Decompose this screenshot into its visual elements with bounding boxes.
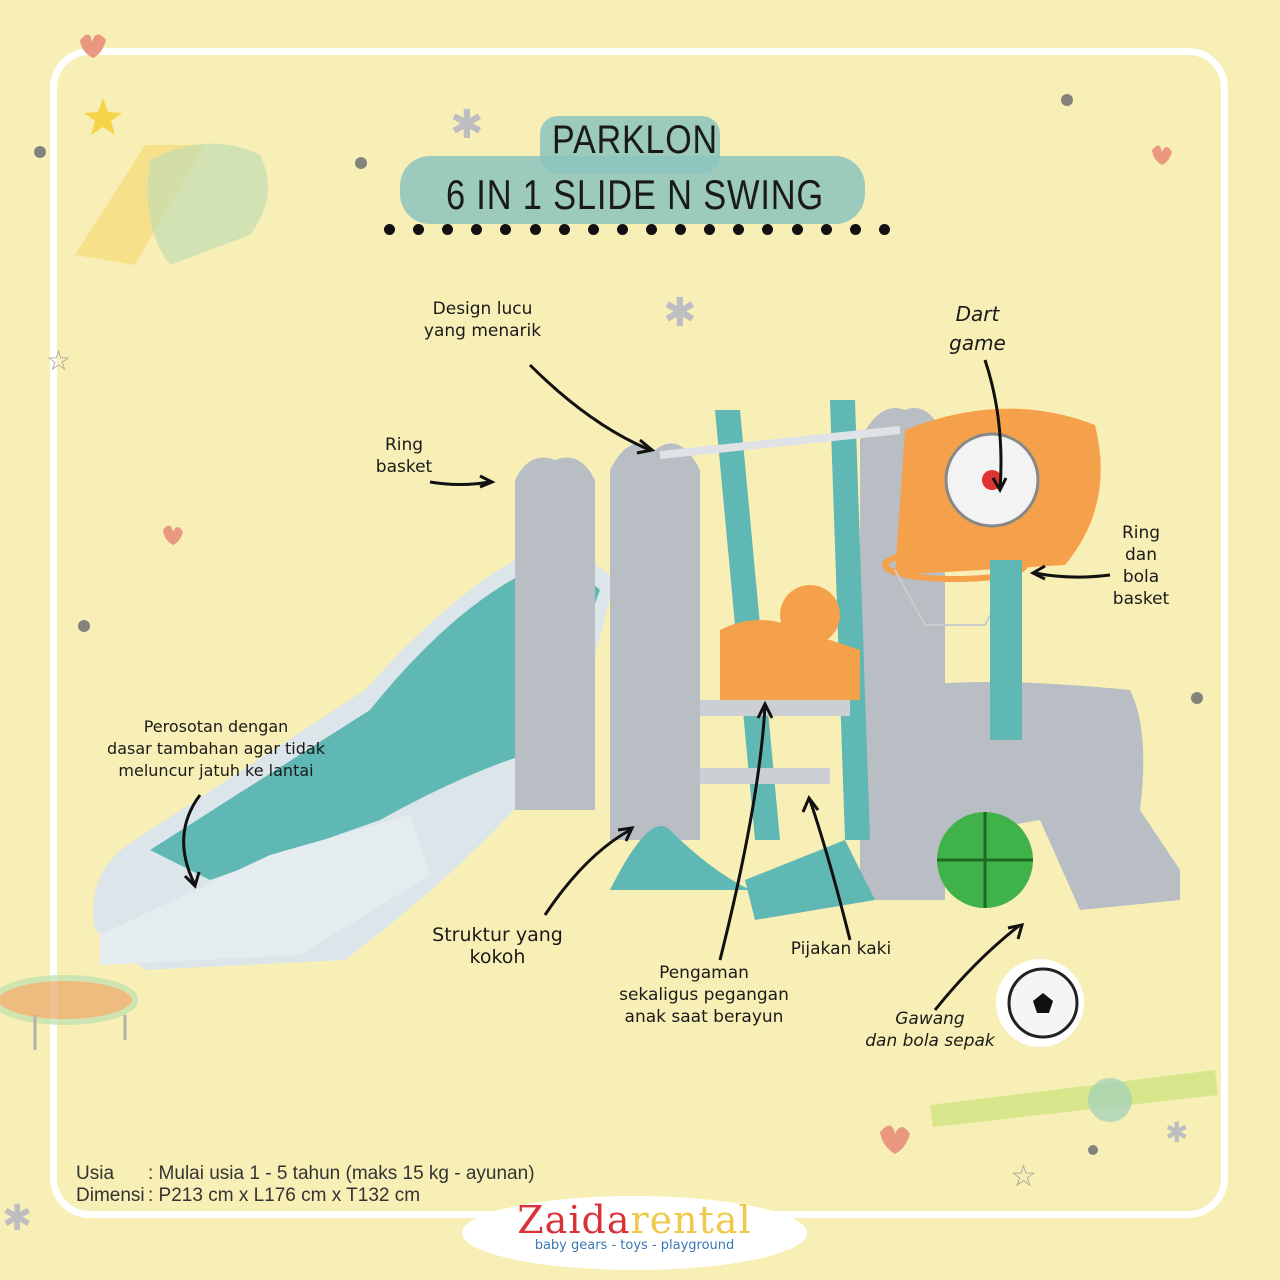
slide <box>93 553 616 970</box>
svg-text:✱: ✱ <box>1165 1116 1188 1149</box>
dotted-divider <box>384 224 890 235</box>
logo-name-part1: Zaida <box>517 1198 631 1242</box>
callout-perosotan: Perosotan dengan dasar tambahan agar tid… <box>107 717 325 780</box>
spec-dimensi-label: Dimensi <box>76 1185 145 1206</box>
svg-text:☆: ☆ <box>46 344 71 377</box>
svg-text:✱: ✱ <box>450 102 484 148</box>
spec-dimensi-value: : P213 cm x L176 cm x T132 cm <box>148 1185 421 1206</box>
basketball-board <box>882 408 1101 908</box>
swing-frame <box>610 400 901 920</box>
svg-text:✱: ✱ <box>2 1198 32 1239</box>
svg-text:☆: ☆ <box>1010 1159 1037 1194</box>
callout-gawang: Gawang dan bola sepak <box>865 1009 995 1051</box>
zaidarental-logo: Zaidarental baby gears - toys - playgrou… <box>462 1196 807 1270</box>
callout-dart: Dart game <box>949 302 1006 355</box>
product-specs: Usia : Mulai usia 1 - 5 tahun (maks 15 kg… <box>76 1163 535 1207</box>
callout-design: Design lucu yang menarik <box>423 299 542 341</box>
title-banner: PARKLON 6 IN 1 SLIDE N SWING <box>400 112 870 224</box>
callout-arrows <box>182 359 1111 1011</box>
spec-usia-value: : Mulai usia 1 - 5 tahun (maks 15 kg - a… <box>148 1163 535 1184</box>
callout-ring-bola-basket: Ring dan bola basket <box>1112 523 1170 609</box>
title-line1: PARKLON <box>552 118 718 162</box>
callout-pengaman: Pengaman sekaligus pegangan anak saat be… <box>619 963 789 1027</box>
callout-ring-basket: Ring basket <box>375 435 433 477</box>
callout-pijakan: Pijakan kaki <box>790 939 892 959</box>
decorations: ✱ ✱ ✱ ✱ ☆ ☆ <box>0 34 1218 1239</box>
spec-usia-label: Usia <box>76 1163 115 1184</box>
title-line2: 6 IN 1 SLIDE N SWING <box>445 171 825 218</box>
title-brush-bg <box>400 156 865 224</box>
svg-text:✱: ✱ <box>663 290 697 336</box>
callout-struktur: Struktur yang kokoh <box>432 924 563 968</box>
logo-tagline: baby gears - toys - playground <box>534 1238 735 1253</box>
logo-name-part2: rental <box>630 1198 752 1242</box>
